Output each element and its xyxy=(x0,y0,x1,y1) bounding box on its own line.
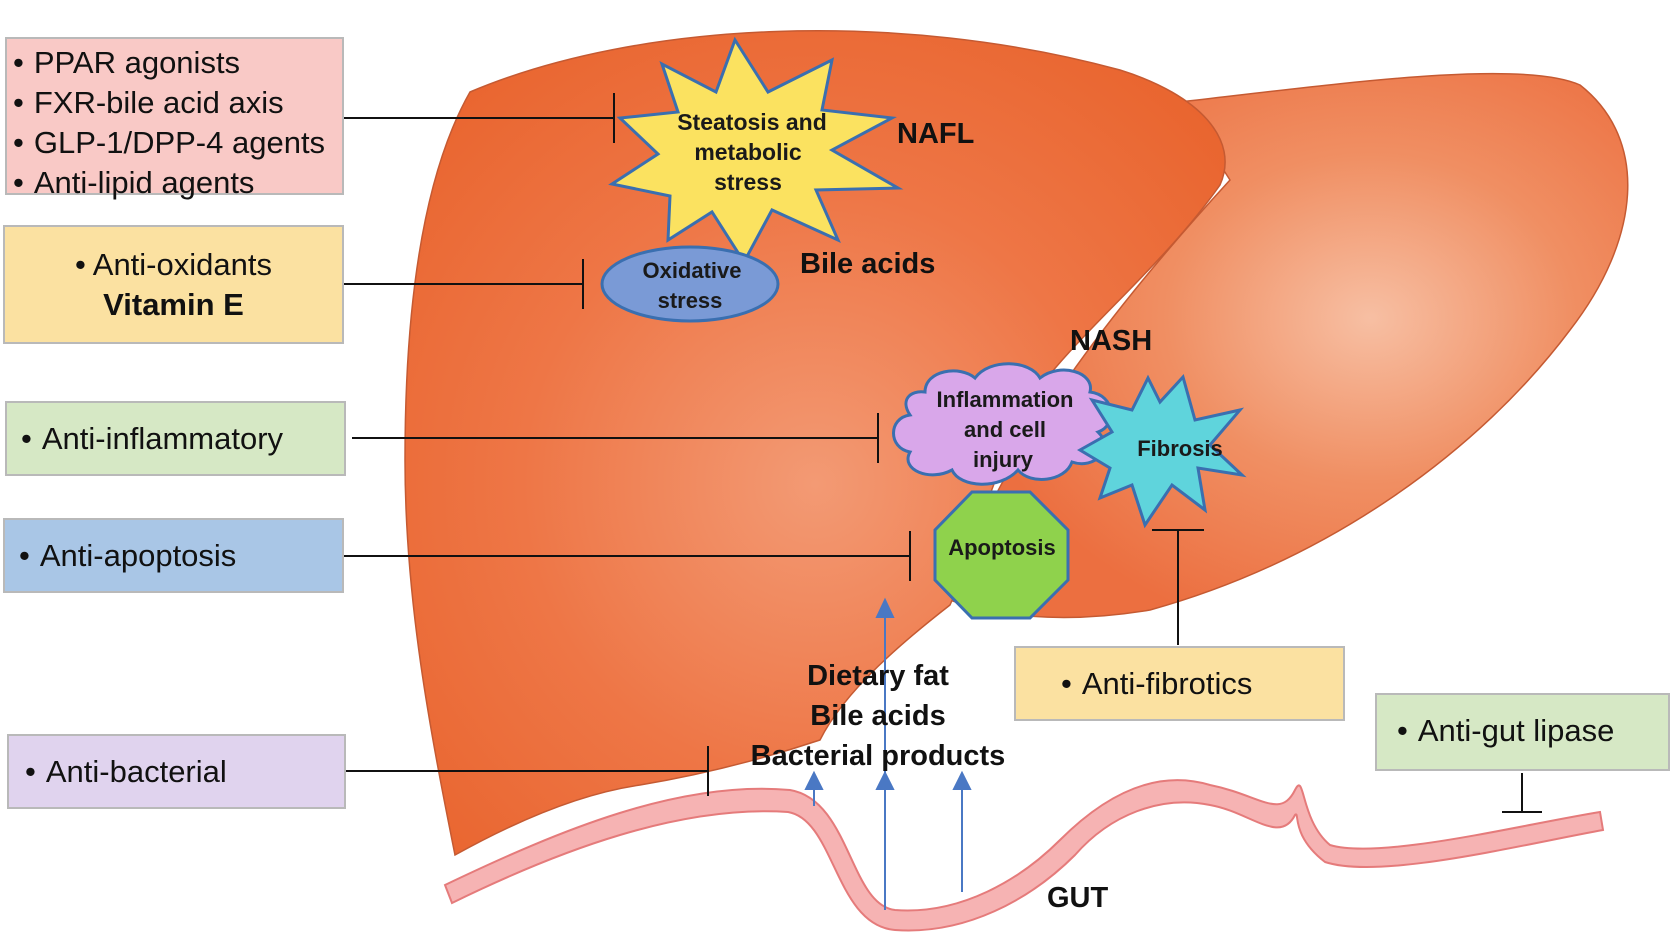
oxidative-label-line-1: Oxidative xyxy=(642,258,741,283)
gut-input-dietary-fat: Dietary fat xyxy=(807,660,949,692)
inflammation-label-line-2: and cell xyxy=(964,417,1046,442)
gut xyxy=(443,779,1605,932)
therapy-anti-inflammatory: Anti-inflammatory xyxy=(21,419,344,459)
steatosis-label-line-2: metabolic xyxy=(694,139,802,165)
anti-gut-lipase-box: Anti-gut lipase xyxy=(1375,693,1670,771)
nafl-label: NAFL xyxy=(897,118,974,150)
steatosis-label-line-1: Steatosis and xyxy=(677,109,827,135)
therapy-anti-gut-lipase: Anti-gut lipase xyxy=(1397,711,1668,751)
therapy-glp1-dpp4-agents: GLP-1/DPP-4 agents xyxy=(13,123,342,163)
nash-label: NASH xyxy=(1070,325,1152,357)
inflammation-cloud xyxy=(892,362,1113,486)
fibrosis-label: Fibrosis xyxy=(1137,436,1223,461)
arrow-to-liver-head xyxy=(875,597,895,618)
steatosis-label-line-3: stress xyxy=(714,169,782,195)
arrow-gut-2-head xyxy=(875,770,895,790)
therapy-anti-bacterial: Anti-bacterial xyxy=(25,752,344,792)
metabolic-therapies-box: PPAR agonists FXR-bile acid axis GLP-1/D… xyxy=(5,37,344,200)
arrow-gut-1-head xyxy=(804,770,824,790)
liver-left-lobe xyxy=(404,30,1226,857)
gut-input-bile-acids: Bile acids xyxy=(810,700,945,732)
therapy-anti-oxidants: Anti-oxidants xyxy=(92,247,272,282)
fibrosis-starburst xyxy=(1077,374,1247,529)
therapy-anti-lipid-agents: Anti-lipid agents xyxy=(13,163,342,203)
apoptosis-octagon xyxy=(933,490,1070,620)
anti-fibrotics-box: Anti-fibrotics xyxy=(1014,646,1345,721)
gut-label: GUT xyxy=(1047,882,1109,914)
therapy-ppar-agonists: PPAR agonists xyxy=(13,43,342,83)
inflammation-label-line-1: Inflammation xyxy=(937,387,1074,412)
therapy-anti-fibrotics: Anti-fibrotics xyxy=(1061,664,1343,704)
therapy-anti-apoptosis: Anti-apoptosis xyxy=(19,536,342,576)
anti-apoptosis-box: Anti-apoptosis xyxy=(3,518,344,593)
therapy-vitamin-e: Vitamin E xyxy=(103,287,244,322)
anti-inflammatory-box: Anti-inflammatory xyxy=(5,401,346,476)
therapy-fxr-bile-acid-axis: FXR-bile acid axis xyxy=(13,83,342,123)
arrow-gut-3-head xyxy=(952,770,972,790)
oxidative-stress-ellipse xyxy=(600,245,780,323)
bile-acids-label: Bile acids xyxy=(800,248,935,280)
anti-bacterial-box: Anti-bacterial xyxy=(7,734,346,809)
antioxidants-box: • Anti-oxidants Vitamin E xyxy=(3,225,344,344)
oxidative-label-line-2: stress xyxy=(658,288,723,313)
inflammation-label-line-3: injury xyxy=(973,447,1034,472)
gut-input-bacterial-products: Bacterial products xyxy=(751,740,1006,772)
apoptosis-label: Apoptosis xyxy=(948,535,1056,560)
